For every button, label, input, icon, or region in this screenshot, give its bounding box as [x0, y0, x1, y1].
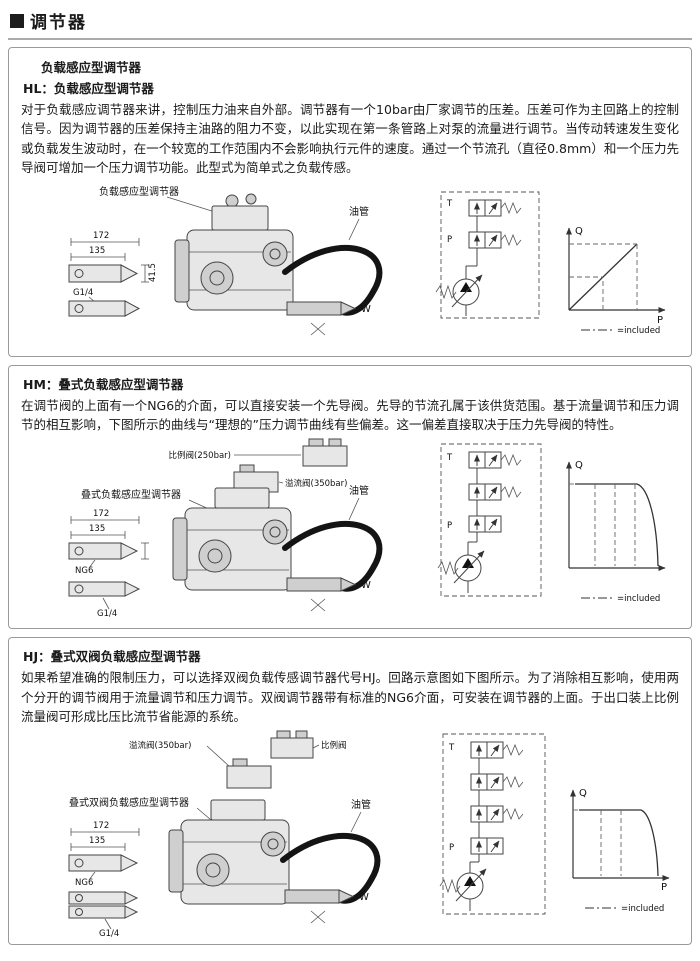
hj-pipe-label: 油管: [350, 798, 371, 833]
svg-text:P: P: [661, 882, 667, 893]
title-bullet-square-icon: [10, 13, 24, 28]
svg-text:油管: 油管: [351, 798, 371, 811]
hm-performance-curve: Q: [566, 460, 666, 572]
hl-pump-drawing: [174, 193, 294, 310]
section-hj-body: 如果希望准确的限制压力，可以选择双阀负载传感调节器代号HJ。回路示意图如下图所示…: [21, 670, 679, 724]
hj-callout-label: 叠式双阀负载感应型调节器: [69, 796, 212, 821]
svg-text:P: P: [657, 315, 663, 326]
svg-text:135: 135: [89, 524, 105, 534]
svg-text:172: 172: [93, 509, 109, 519]
svg-text:油管: 油管: [349, 484, 369, 497]
hl-legend: =included: [581, 326, 660, 336]
svg-text:W: W: [361, 580, 371, 591]
svg-text:Q: Q: [575, 226, 583, 237]
page-title: 调节器: [30, 13, 87, 33]
svg-text:油管: 油管: [349, 205, 369, 218]
hl-pipe-label: 油管: [348, 205, 369, 240]
svg-text:NG6: NG6: [75, 566, 93, 576]
hj-pilot-valve-blocks: [226, 730, 314, 789]
hm-pump-drawing: [172, 487, 292, 591]
svg-text:G1/4: G1/4: [97, 609, 117, 619]
svg-text:T: T: [446, 453, 453, 463]
hm-pipe-label: 油管: [348, 484, 369, 521]
svg-text:比例阀(250bar): 比例阀(250bar): [169, 450, 231, 461]
svg-text:=included: =included: [617, 594, 660, 604]
hl-performance-curve: Q P: [566, 226, 666, 326]
svg-text:Q: Q: [575, 460, 583, 471]
hl-dimension-drawing: 172 135 41.5 G1/4: [68, 231, 158, 317]
hl-port-label: W: [361, 304, 371, 315]
hm-callout-label: 叠式负载感应型调节器: [81, 488, 212, 511]
svg-text:G1/4: G1/4: [73, 288, 93, 298]
svg-text:=included: =included: [617, 326, 660, 336]
svg-text:叠式负载感应型调节器: 叠式负载感应型调节器: [81, 488, 181, 501]
hm-port-label: W: [361, 580, 371, 591]
svg-text:41.5: 41.5: [148, 263, 158, 282]
hm-dimension-drawing: 172 135 NG6 G1/4: [68, 509, 149, 619]
hj-dimension-drawing: 172 135 NG6 G1/4: [68, 821, 140, 939]
svg-text:NG6: NG6: [75, 878, 93, 888]
hl-hose: [282, 244, 383, 335]
svg-text:T: T: [446, 199, 453, 209]
page-header: 调节器: [8, 6, 692, 40]
hj-legend: =included: [585, 904, 664, 914]
section-hl-subheading: HL：负载感应型调节器: [23, 81, 154, 96]
hj-valve-right-label: 比例阀: [312, 740, 347, 751]
hj-pump-drawing: [168, 799, 290, 905]
hj-hose: [280, 833, 381, 924]
section-hl-heading: 负载感应型调节器: [41, 60, 142, 75]
section-hl-body: 对于负载感应调节器来讲，控制压力油来自外部。调节器有一个10bar由厂家调节的压…: [21, 102, 679, 176]
hm-hydraulic-circuit: T P: [437, 443, 542, 597]
hj-port-label: W: [359, 892, 369, 903]
section-hj: HJ：叠式双阀负载感应型调节器 如果希望准确的限制压力，可以选择双阀负载传感调节…: [8, 637, 692, 946]
hj-valve-left-label: 溢流阀(350bar): [129, 740, 230, 767]
section-hj-subheading: HJ：叠式双阀负载感应型调节器: [23, 649, 201, 665]
svg-text:溢流阀(350bar): 溢流阀(350bar): [129, 740, 191, 751]
hm-legend: =included: [581, 594, 660, 604]
hm-valve-top-label: 比例阀(250bar): [169, 450, 301, 461]
svg-text:172: 172: [93, 231, 109, 241]
svg-text:172: 172: [93, 821, 109, 831]
section-hl: 负载感应型调节器 HL：负载感应型调节器 对于负载感应调节器来讲，控制压力油来自…: [8, 47, 692, 357]
svg-text:135: 135: [89, 246, 105, 256]
svg-text:W: W: [359, 892, 369, 903]
section-hm-subheading: HM：叠式负载感应型调节器: [23, 376, 184, 392]
svg-text:G1/4: G1/4: [99, 929, 119, 939]
hl-diagram: 负载感应型调节器: [68, 185, 666, 336]
hm-diagram: 比例阀(250bar) 溢流阀(350bar) 叠式负载感应型调节器: [68, 438, 666, 619]
svg-text:=included: =included: [621, 904, 664, 914]
svg-text:W: W: [361, 304, 371, 315]
hj-diagram: 溢流阀(350bar) 比例阀 叠式双阀负载感应型调节器: [68, 730, 670, 939]
svg-text:比例阀: 比例阀: [321, 740, 347, 751]
svg-text:叠式双阀负载感应型调节器: 叠式双阀负载感应型调节器: [69, 796, 189, 809]
hl-callout-label: 负载感应型调节器: [99, 185, 216, 212]
hl-hydraulic-circuit: T P: [435, 191, 540, 318]
section-hm-body: 在调节阀的上面有一个NG6的介面，可以直接安装一个先导阀。先导的节流孔属于该供货…: [21, 397, 679, 432]
svg-text:P: P: [447, 235, 452, 245]
hm-pilot-valve-blocks: [233, 438, 348, 493]
hj-hydraulic-circuit: T P: [439, 733, 546, 915]
hm-hose: [282, 521, 383, 612]
svg-text:溢流阀(350bar): 溢流阀(350bar): [285, 478, 347, 489]
hm-valve-bottom-label: 溢流阀(350bar): [278, 478, 347, 489]
section-hm: HM：叠式负载感应型调节器 在调节阀的上面有一个NG6的介面，可以直接安装一个先…: [8, 364, 692, 630]
svg-text:P: P: [449, 843, 454, 853]
svg-text:Q: Q: [579, 788, 587, 799]
callout-text: 负载感应型调节器: [99, 185, 179, 198]
hj-performance-curve: Q P: [570, 788, 670, 893]
svg-text:T: T: [448, 743, 455, 753]
svg-text:P: P: [447, 521, 452, 531]
svg-text:135: 135: [89, 836, 105, 846]
